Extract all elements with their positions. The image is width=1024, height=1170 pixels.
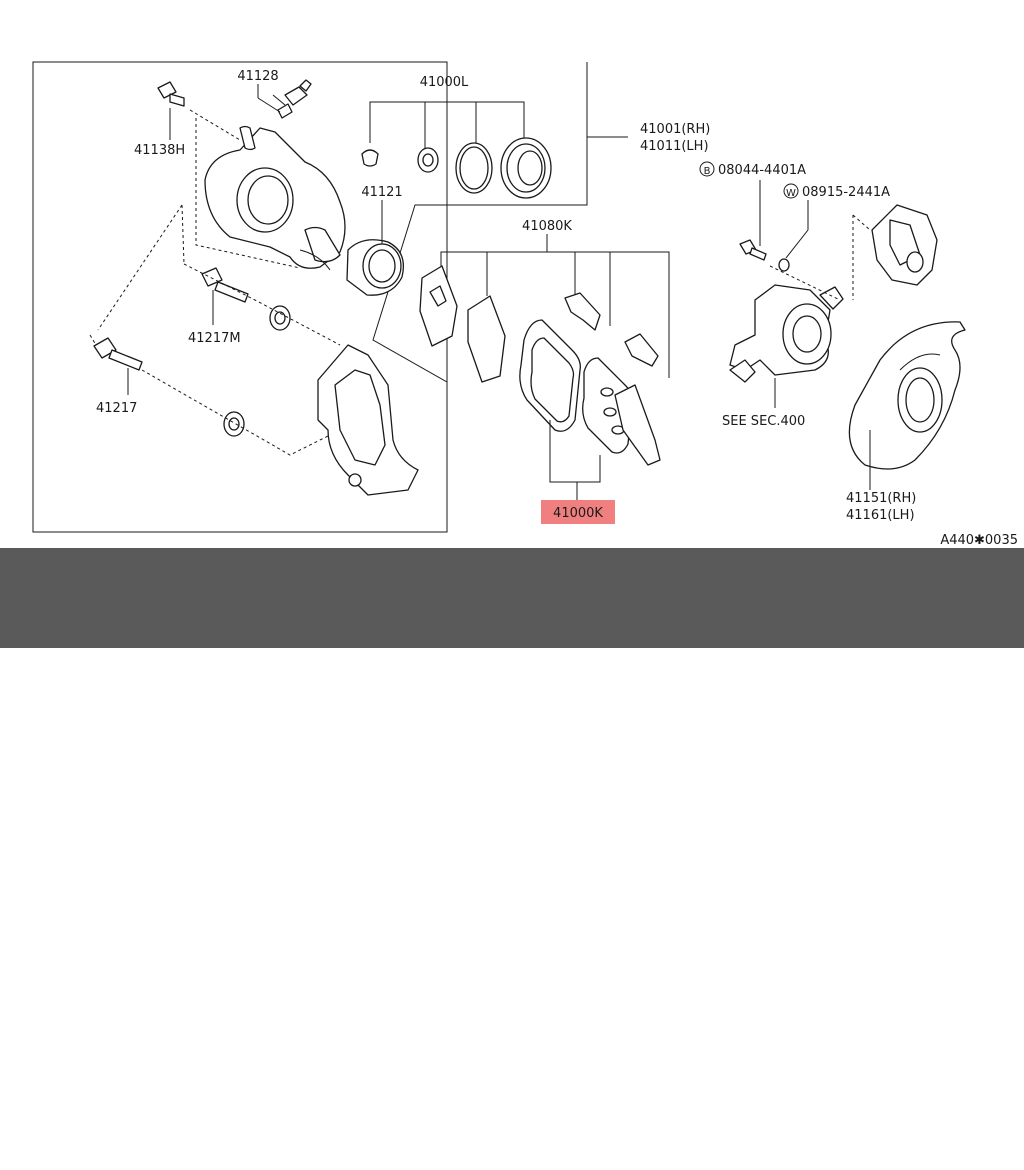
label-41011: 41011(LH) [640,139,709,154]
label-41001: 41001(RH) [640,122,710,137]
label-41161: 41161(LH) [846,508,915,523]
caption-brand-part: NISSAN INFINITI - 4106037J92 [108,1128,633,1169]
figure-code: A440✱0035 [940,533,1018,548]
highlight-41000k [541,500,615,524]
bleeder-screw [272,79,312,119]
label-bolt-code: 08044-4401A [718,163,806,178]
steering-knuckle [729,284,844,383]
pad-shim-outer [614,384,661,466]
label-41217: 41217 [96,401,137,416]
piston [346,239,405,296]
bolt-marker [699,161,715,177]
washer-marker [783,183,799,199]
label-41000l: 41000L [420,75,469,90]
caliper-assembly [871,204,938,286]
pad-shim-b [467,295,506,383]
dust-boot-small [361,149,379,167]
caliper-bracket [317,344,419,496]
pad-clip-b [624,333,659,367]
pin-boot-lower [223,411,245,437]
pad-clip-a [564,292,601,331]
dust-shield [848,321,966,470]
label-41138h: 41138H [134,143,185,158]
washer-marker-letter: W [786,188,796,199]
pin-boot-upper [269,305,291,331]
washer [778,258,790,272]
label-washer-code: 08915-2441A [802,185,890,200]
leader-41080k [440,251,670,378]
caption-bar: NISSAN INFINITI - 4106037J92 N - 41000K [0,548,1024,1169]
caliper-body [204,125,346,271]
parts-diagram: 41128 41000L 41138H 41001(RH) 41011(LH) … [32,61,1018,548]
piston-seal-small [417,147,439,173]
label-41151: 41151(RH) [846,491,916,506]
label-41217m: 41217M [188,331,241,346]
mount-bolt [739,239,767,261]
diagram-stage: 41128 41000L 41138H 41001(RH) 41011(LH) … [0,61,1024,1169]
piston-seal-ring [455,142,493,194]
guide-pin-lower [93,337,143,371]
caliper-bolt [157,81,185,107]
label-41121: 41121 [361,185,402,200]
brake-pad-inner [519,319,581,432]
dust-boot-large [500,137,552,199]
guide-pin-upper [201,267,249,303]
bolt-marker-letter: B [704,166,711,177]
caption-part-number: N - 41000K [720,1128,908,1169]
label-41000k: 41000K [553,506,603,521]
leader-41000k [549,420,601,483]
pad-shim-a [419,265,458,347]
label-41080k: 41080K [522,219,572,234]
brake-pad-outer [582,357,634,454]
leader-41000l [369,101,525,143]
label-41128: 41128 [237,69,278,84]
label-see-sec: SEE SEC.400 [722,414,805,429]
